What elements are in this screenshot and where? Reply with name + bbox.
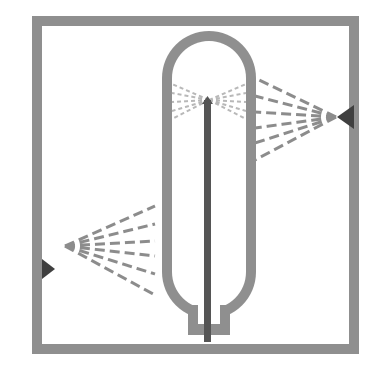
rod-tip — [202, 96, 213, 104]
internal-spray-fan — [171, 83, 247, 120]
left-emitter-triangle-right-icon — [42, 259, 55, 279]
right-spray-cone — [254, 76, 337, 162]
outer-frame — [32, 16, 359, 354]
right-emitter-triangle-left-icon — [337, 105, 354, 129]
left-spray-cone — [64, 204, 156, 297]
central-rod — [204, 100, 211, 342]
